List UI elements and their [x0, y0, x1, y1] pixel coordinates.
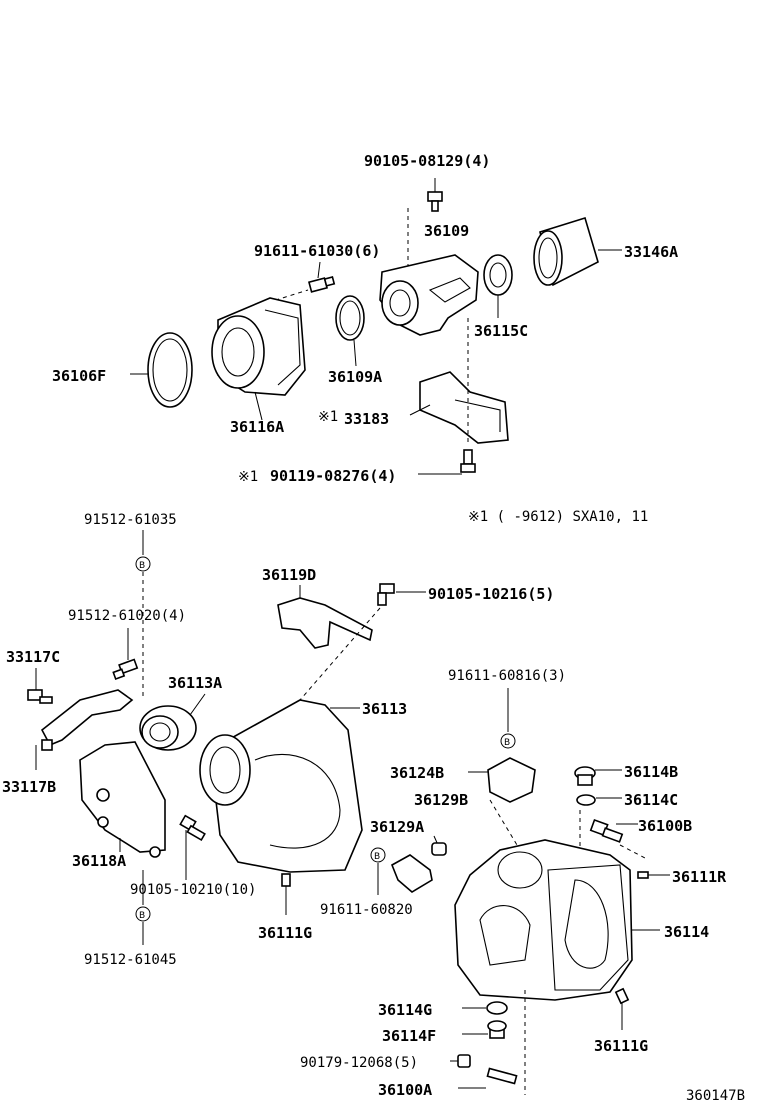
label-33146A: 33146A: [624, 243, 678, 261]
bracket-36118A-icon: [79, 741, 166, 858]
label-36124B: 36124B: [390, 764, 444, 782]
plug-36129A-icon: [431, 842, 447, 856]
label-36113A: 36113A: [168, 674, 222, 692]
label-91611-60816: 91611-60816(3): [448, 668, 566, 684]
label-91512-61020: 91512-61020(4): [68, 608, 186, 624]
label-36114B: 36114B: [624, 763, 678, 781]
reference-number: 360147B: [686, 1088, 745, 1104]
label-90105-10210: 90105-10210(10): [130, 882, 256, 898]
pin-36111G-icon: [281, 873, 291, 887]
seal-36115C-icon: [483, 254, 513, 296]
label-36111R: 36111R: [672, 868, 727, 886]
svg-text:B: B: [374, 852, 380, 862]
label-90179-12068: 90179-12068(5): [300, 1055, 418, 1071]
label-91512-61045: 91512-61045: [84, 952, 177, 968]
label-36114F: 36114F: [382, 1027, 436, 1045]
b-mark-icon: B: [370, 847, 386, 863]
label-36109A: 36109A: [328, 368, 382, 386]
case-36114-icon: [454, 839, 633, 1001]
bolt-33117C-icon: [27, 689, 53, 704]
label-33117B: 33117B: [2, 778, 56, 796]
label-36100A: 36100A: [378, 1081, 432, 1099]
bolt-90119-08276-icon: [460, 449, 476, 473]
label-36114C: 36114C: [624, 791, 678, 809]
svg-text:B: B: [139, 561, 145, 571]
nut-90179-12068-icon: [457, 1054, 471, 1068]
label-90105-10216: 90105-10216(5): [428, 585, 554, 603]
b-mark-icon: B: [135, 906, 151, 922]
label-36119D: 36119D: [262, 566, 316, 584]
label-36115C: 36115C: [474, 322, 528, 340]
mark-1a: ※1: [318, 409, 338, 425]
label-33183: 33183: [344, 410, 389, 428]
label-36109: 36109: [424, 222, 469, 240]
mark-1b: ※1: [238, 469, 258, 485]
sleeve-33146A-icon: [533, 216, 599, 287]
label-36114G: 36114G: [378, 1001, 432, 1019]
gasket-36114G-icon: [486, 1001, 508, 1015]
bolt-36100B-icon: [589, 818, 624, 843]
housing-36113-icon: [199, 699, 363, 873]
pin-36111G-right-icon: [614, 987, 630, 1005]
bracket-36119D-icon: [277, 597, 373, 649]
label-90119-08276: 90119-08276(4): [270, 467, 396, 485]
bolt-90105-10210-icon: [179, 814, 206, 842]
label-36118A: 36118A: [72, 852, 126, 870]
label-36129A: 36129A: [370, 818, 424, 836]
plug-36114F-icon: [487, 1020, 507, 1039]
bolt-91512-61020-icon: [112, 658, 139, 681]
label-36111G-right: 36111G: [594, 1037, 648, 1055]
pin-36111R-icon: [637, 871, 649, 879]
plug-36114B-icon: [574, 766, 596, 786]
note-sxa: ※1 ( -9612) SXA10, 11: [468, 509, 648, 525]
label-36116A: 36116A: [230, 418, 284, 436]
clip-91611-60820-icon: [390, 854, 433, 893]
label-36106F: 36106F: [52, 367, 106, 385]
bracket-33117B-icon: [40, 689, 134, 751]
bracket-36109-icon: [379, 254, 479, 336]
oring-36109A-icon: [335, 295, 365, 341]
gasket-36114C-icon: [576, 794, 596, 806]
b-mark-icon: B: [500, 733, 516, 749]
bolt-90105-08129-icon: [427, 191, 443, 212]
label-36113: 36113: [362, 700, 407, 718]
svg-text:B: B: [139, 911, 145, 921]
label-91611-61030: 91611-61030(6): [254, 242, 380, 260]
label-91611-60820: 91611-60820: [320, 902, 413, 918]
label-33117C: 33117C: [6, 648, 60, 666]
stud-36100A-icon: [486, 1067, 518, 1085]
b-mark-icon: B: [135, 556, 151, 572]
label-90105-08129: 90105-08129(4): [364, 152, 490, 170]
housing-36116A-icon: [211, 297, 306, 396]
label-91512-61035: 91512-61035: [84, 512, 177, 528]
bolt-90105-10216-icon: [377, 583, 395, 606]
oring-36106F-icon: [147, 332, 193, 408]
label-36114: 36114: [664, 923, 709, 941]
label-36111G-left: 36111G: [258, 924, 312, 942]
bolt-91611-61030-icon: [307, 276, 336, 293]
cover-36124B-icon: [487, 757, 536, 803]
svg-text:B: B: [504, 738, 510, 748]
bracket-33183-icon: [419, 371, 509, 444]
label-36100B: 36100B: [638, 817, 692, 835]
label-36129B: 36129B: [414, 791, 468, 809]
bearing-36113A-icon: [139, 705, 197, 751]
